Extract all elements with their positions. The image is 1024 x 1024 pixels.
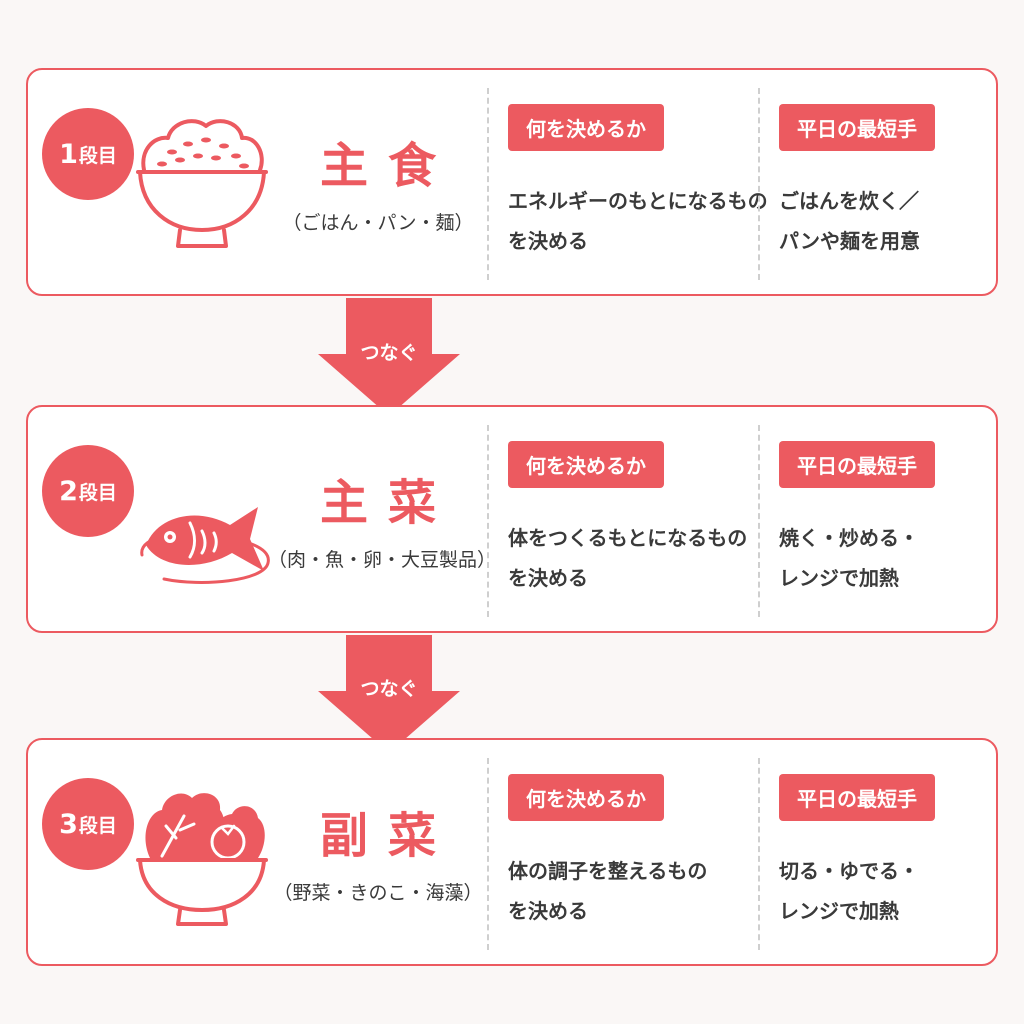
tier-badge: 3 段目	[42, 778, 134, 870]
connector-arrow	[318, 635, 460, 753]
rice-bowl-icon	[136, 119, 268, 248]
what-text-line-1: 体の調子を整えるもの	[508, 859, 708, 883]
what-text-line-2: を決める	[508, 566, 588, 590]
connector-label: つなぐ	[360, 342, 418, 364]
tier-title: 主食	[319, 138, 456, 194]
tier-unit: 段目	[78, 814, 117, 837]
tier-subtitle: （ごはん・パン・麺）	[282, 212, 474, 234]
shortcut-text: 切る・ゆでる・ レンジで加熱	[779, 851, 935, 931]
divider	[758, 758, 760, 950]
shortcut-text: 焼く・炒める・ レンジで加熱	[779, 518, 935, 598]
tier-card-1: 1 段目 主食 （ごはん・パン・麺） 何を決めるか エネルギーのもとになるもの	[26, 68, 998, 296]
shortcut-label: 平日の最短手	[779, 104, 935, 151]
shortcut-text-line-1: 焼く・炒める・	[779, 526, 919, 550]
shortcut-text-line-2: パンや麺を用意	[779, 229, 920, 253]
what-column: 何を決めるか エネルギーのもとになるもの を決める	[508, 104, 768, 261]
divider	[758, 88, 760, 280]
what-text: 体をつくるもとになるもの を決める	[508, 518, 747, 598]
tier-number: 2	[59, 475, 78, 507]
what-text-line-1: エネルギーのもとになるもの	[508, 189, 768, 213]
tier-unit: 段目	[78, 481, 117, 504]
shortcut-column: 平日の最短手 焼く・炒める・ レンジで加熱	[779, 441, 935, 598]
shortcut-text-line-1: 切る・ゆでる・	[779, 859, 919, 883]
what-text-line-2: を決める	[508, 229, 588, 253]
what-label: 何を決めるか	[508, 441, 664, 488]
tier-subtitle: （肉・魚・卵・大豆製品）	[268, 549, 497, 571]
what-text-line-2: を決める	[508, 899, 588, 923]
divider	[487, 758, 489, 950]
tier-unit: 段目	[78, 144, 117, 167]
what-label: 何を決めるか	[508, 774, 664, 821]
shortcut-label: 平日の最短手	[779, 441, 935, 488]
divider	[487, 425, 489, 617]
divider	[758, 425, 760, 617]
tier-badge: 2 段目	[42, 445, 134, 537]
what-text: エネルギーのもとになるもの を決める	[508, 181, 768, 261]
tier-number: 3	[59, 808, 78, 840]
shortcut-label: 平日の最短手	[779, 774, 935, 821]
what-text: 体の調子を整えるもの を決める	[508, 851, 707, 931]
tier-card-2: 2 段目 主菜 （肉・魚・卵・大豆製品） 何を決めるか 体をつくるもとになるもの…	[26, 405, 998, 633]
what-text-line-1: 体をつくるもとになるもの	[508, 526, 748, 550]
shortcut-column: 平日の最短手 ごはんを炊く／ パンや麺を用意	[779, 104, 935, 261]
what-label: 何を決めるか	[508, 104, 664, 151]
fish-icon	[140, 507, 270, 584]
shortcut-text-line-2: レンジで加熱	[779, 899, 899, 923]
divider	[487, 88, 489, 280]
tier-card-3: 3 段目 副菜 （野菜・きのこ・海藻） 何を決めるか 体の調子を整えるもの を決…	[26, 738, 998, 966]
tier-title: 主菜	[319, 475, 456, 531]
vegetable-bowl-icon	[136, 793, 268, 926]
shortcut-text: ごはんを炊く／ パンや麺を用意	[779, 181, 935, 261]
connector-label: つなぐ	[360, 678, 418, 700]
shortcut-text-line-2: レンジで加熱	[779, 566, 899, 590]
shortcut-column: 平日の最短手 切る・ゆでる・ レンジで加熱	[779, 774, 935, 931]
tier-subtitle: （野菜・きのこ・海藻）	[273, 882, 483, 904]
tier-badge: 1 段目	[42, 108, 134, 200]
tier-number: 1	[59, 138, 78, 170]
what-column: 何を決めるか 体をつくるもとになるもの を決める	[508, 441, 747, 598]
shortcut-text-line-1: ごはんを炊く／	[779, 189, 919, 213]
what-column: 何を決めるか 体の調子を整えるもの を決める	[508, 774, 707, 931]
connector-arrow	[318, 298, 460, 416]
tier-title: 副菜	[319, 808, 456, 864]
